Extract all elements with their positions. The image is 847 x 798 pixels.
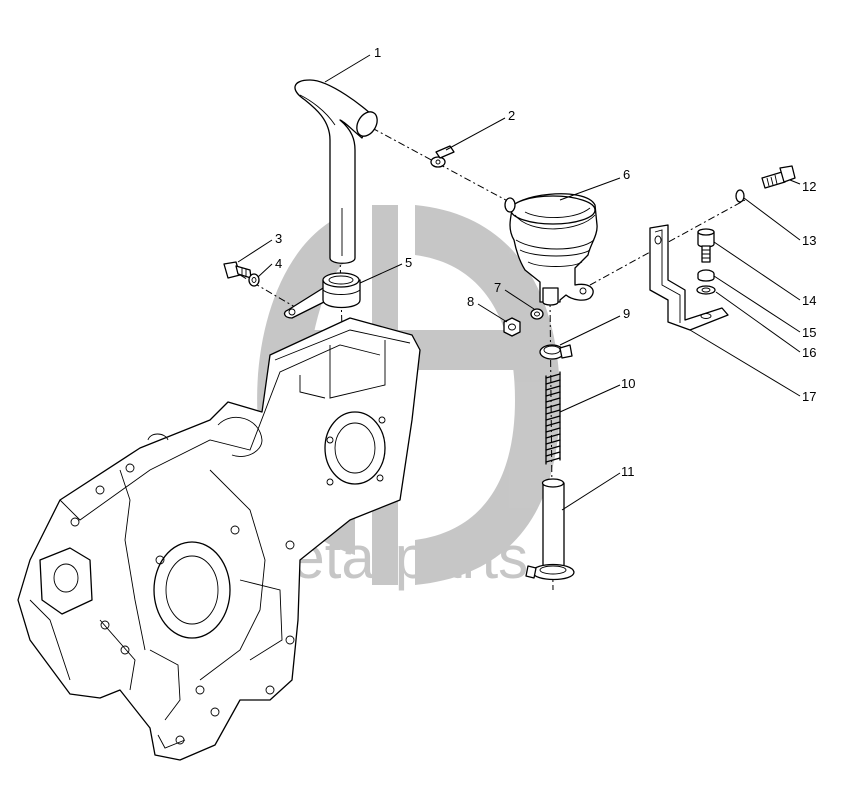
callout-15: 15 [802, 325, 816, 340]
part-13-washer [735, 189, 745, 203]
callout-14: 14 [802, 293, 816, 308]
callout-1: 1 [374, 45, 381, 60]
callout-10: 10 [621, 376, 635, 391]
part-16-washer [696, 285, 716, 295]
part-1-breather-hose [294, 79, 378, 264]
part-6-oil-separator [504, 193, 598, 306]
part-3-screw [223, 261, 252, 279]
callout-2: 2 [508, 108, 515, 123]
part-12-bolt [761, 165, 796, 189]
part-7-washer [530, 308, 544, 320]
part-2-hose-clamp [430, 145, 455, 168]
callout-16: 16 [802, 345, 816, 360]
callout-labels: 1 2 3 4 5 6 7 8 9 10 11 12 13 14 15 16 1… [275, 45, 816, 479]
engine-gear-housing [17, 317, 421, 761]
callout-7: 7 [494, 280, 501, 295]
part-9-clamp [539, 344, 573, 360]
part-5-connector-bracket [283, 272, 361, 319]
part-17-mounting-bracket [649, 224, 729, 331]
callout-9: 9 [623, 306, 630, 321]
part-14-cap-screw [697, 228, 715, 263]
part-11-drain-hose [525, 478, 575, 581]
callout-12: 12 [802, 179, 816, 194]
part-15-nut [697, 269, 715, 282]
callout-11: 11 [621, 464, 635, 479]
callout-3: 3 [275, 231, 282, 246]
part-8-nut [503, 317, 521, 337]
callout-17: 17 [802, 389, 816, 404]
callout-13: 13 [802, 233, 816, 248]
callout-5: 5 [405, 255, 412, 270]
callout-8: 8 [467, 294, 474, 309]
part-4-washer [248, 273, 260, 287]
leader-lines [237, 54, 801, 511]
callout-4: 4 [275, 256, 282, 271]
part-10-spring [545, 371, 561, 465]
callout-6: 6 [623, 167, 630, 182]
